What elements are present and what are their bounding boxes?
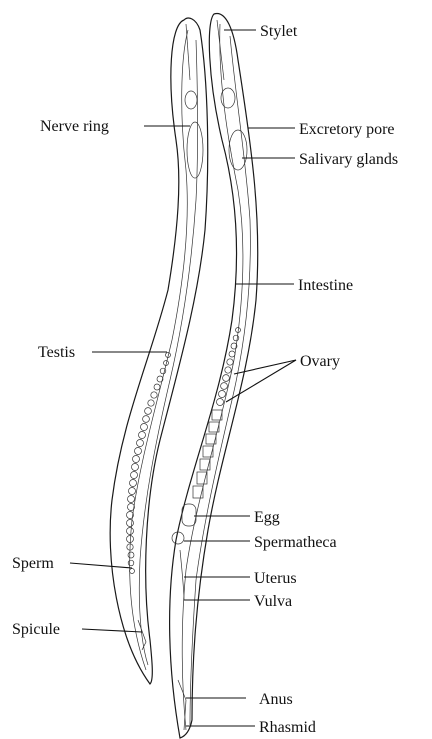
male-stylet xyxy=(186,24,190,80)
label-anus: Anus xyxy=(259,691,293,708)
label-spicule: Spicule xyxy=(12,621,60,638)
labels: Stylet Nerve ring Excretory pore Salivar… xyxy=(12,23,398,736)
female-body-outline xyxy=(170,13,258,738)
female-stylet xyxy=(217,20,224,80)
label-vulva: Vulva xyxy=(254,593,292,610)
rectum-shape xyxy=(178,680,186,730)
label-ovary: Ovary xyxy=(300,353,340,370)
spicule-line xyxy=(82,629,142,632)
female-worm xyxy=(170,13,258,738)
label-salivary-glands: Salivary glands xyxy=(299,151,398,168)
female-inner-wall xyxy=(182,24,243,730)
uterus-shape xyxy=(180,550,184,600)
testis-cells xyxy=(127,353,171,574)
male-worm xyxy=(110,18,208,684)
label-testis: Testis xyxy=(38,344,75,361)
male-pharynx xyxy=(185,91,197,109)
label-sperm: Sperm xyxy=(12,555,54,572)
label-nerve-ring: Nerve ring xyxy=(40,118,109,135)
label-uterus: Uterus xyxy=(254,570,297,587)
male-body-outline xyxy=(110,18,208,684)
ovary-line-1 xyxy=(234,360,296,374)
male-gland xyxy=(187,122,203,178)
label-egg: Egg xyxy=(254,509,280,526)
label-intestine: Intestine xyxy=(298,277,353,294)
label-spermatheca: Spermatheca xyxy=(254,534,337,551)
salivary-gland-shape xyxy=(229,130,247,170)
label-stylet: Stylet xyxy=(260,23,298,40)
label-excretory-pore: Excretory pore xyxy=(299,121,395,138)
ovary-cells xyxy=(193,328,241,499)
label-rhasmid: Rhasmid xyxy=(259,719,316,736)
sperm-line xyxy=(70,563,132,568)
spermatheca-shape xyxy=(172,532,184,544)
